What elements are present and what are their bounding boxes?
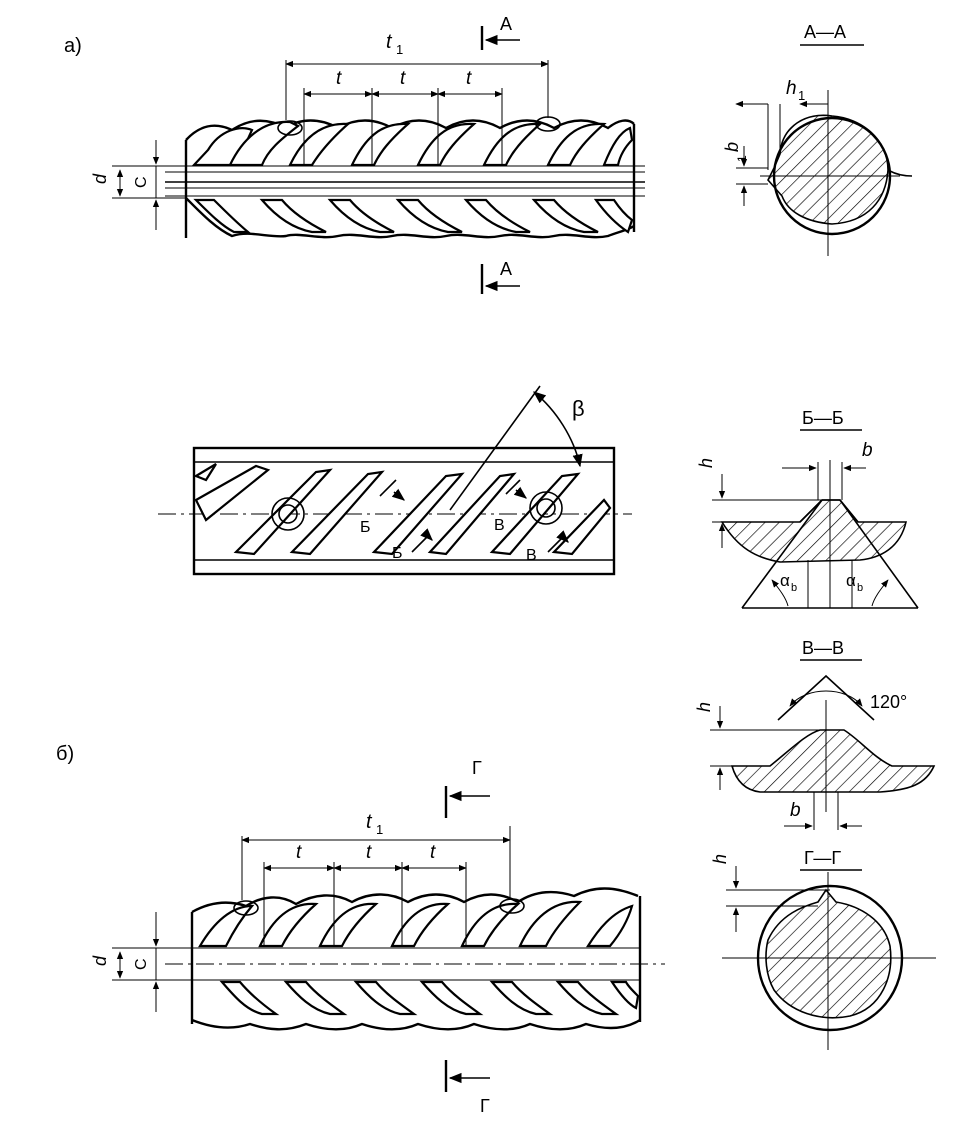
section-b-b: Б—Б b h α b α b [696, 408, 919, 609]
section-g-g-title: Г—Г [804, 848, 841, 868]
dim-t1-a: t [386, 31, 393, 53]
section-b-b-title: Б—Б [802, 408, 844, 428]
dim-t1-sub-a: 1 [396, 42, 403, 57]
dim-t1-sub-b: 1 [376, 822, 383, 837]
figure-a-label: а) [64, 35, 82, 57]
section-g-g: Г—Г h [710, 848, 936, 1050]
section-v-v-b: b [790, 800, 801, 821]
mark-b-1: Б [360, 519, 371, 536]
section-mark-g-top: Г [472, 758, 482, 778]
dim-t-b-1: t [296, 842, 302, 863]
dim-b1-sub: 1 [735, 155, 749, 162]
section-a-a-title: А—А [804, 22, 846, 42]
dim-t-a-1: t [336, 68, 342, 89]
mark-b-2: Б [392, 545, 403, 562]
dim-t-b-3: t [430, 842, 436, 863]
dim-t-b-2: t [366, 842, 372, 863]
plan-view: β Б Б В В [158, 385, 632, 576]
dim-d-b: d [90, 955, 110, 966]
figure-b-section-marks: Г Г [444, 758, 490, 1116]
section-g-g-h: h [710, 854, 730, 864]
angle-120: 120° [870, 692, 907, 712]
figure-b-dimensions: t 1 t t t d C [90, 811, 511, 1012]
dim-t1-b: t [366, 811, 373, 833]
section-v-v: В—В 120° h b [694, 638, 936, 830]
dim-t-a-3: t [466, 68, 472, 89]
figure-b-label: б) [56, 743, 74, 765]
dim-h1: h [786, 78, 797, 99]
figure-a-dimensions: t 1 t t t d C [90, 31, 549, 230]
dim-c-b: C [133, 958, 150, 970]
angle-beta: β [572, 396, 585, 421]
figure-a-bar [165, 116, 645, 239]
section-b-b-h: h [696, 458, 716, 468]
figure-a: а) [64, 14, 913, 294]
section-a-a: А—А h 1 b 1 [722, 22, 913, 256]
mark-v-1: В [494, 517, 505, 534]
figure-b: б) [56, 743, 936, 1116]
alpha-left: α [780, 571, 790, 590]
section-b-b-b: b [862, 440, 873, 461]
dim-h1-sub: 1 [798, 88, 805, 103]
alpha-right-sub: b [857, 582, 863, 594]
dim-b1: b [722, 142, 742, 152]
dim-t-a-2: t [400, 68, 406, 89]
section-v-v-title: В—В [802, 638, 844, 658]
figure-a-section-marks: А А [480, 14, 520, 294]
dim-c-a: C [133, 176, 150, 188]
mark-v-2: В [526, 547, 537, 564]
alpha-right: α [846, 571, 856, 590]
alpha-left-sub: b [791, 582, 797, 594]
section-mark-g-bottom: Г [480, 1096, 490, 1116]
section-mark-a-top: А [500, 14, 512, 34]
section-mark-a-bottom: А [500, 259, 512, 279]
dim-d-a: d [90, 173, 110, 184]
section-v-v-h: h [694, 702, 714, 712]
figure-b-bar [165, 887, 665, 1031]
